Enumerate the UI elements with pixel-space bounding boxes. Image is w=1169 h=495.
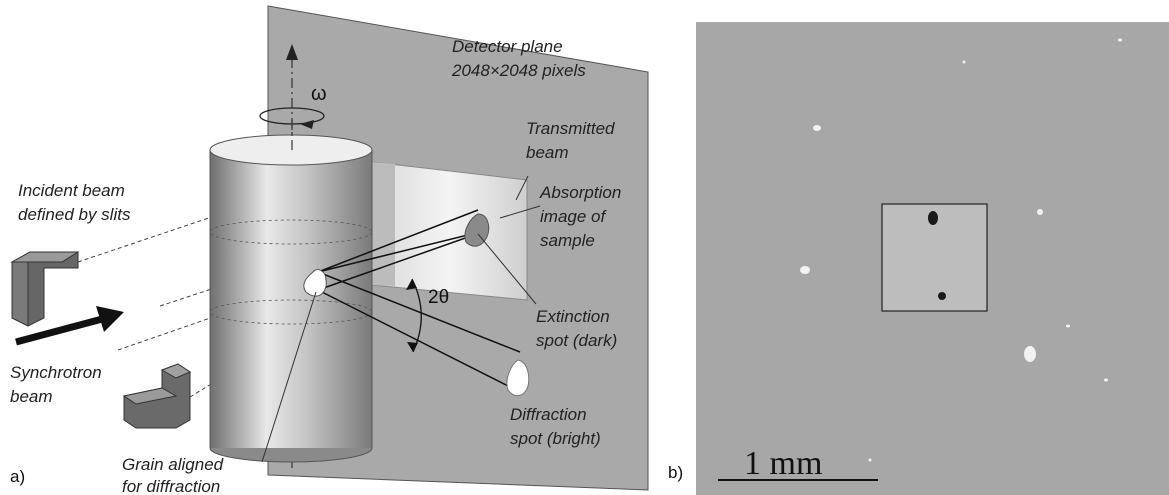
panel-b: 1 mm b) (668, 22, 1169, 495)
label-grain-2: for diffraction (122, 477, 220, 495)
label-synchrotron-1: Synchrotron (10, 363, 102, 382)
panel-a-tag: a) (10, 467, 25, 486)
extinction-spots-inset (928, 211, 946, 300)
extinction-spot (464, 213, 490, 247)
omega-rotation-arrowhead (300, 120, 314, 129)
leader-lines (261, 175, 541, 463)
omega-symbol: ω (311, 83, 327, 105)
synchrotron-beam-arrow (15, 314, 107, 346)
label-diffraction-1: Diffraction (510, 405, 587, 424)
slit-upper (10, 251, 80, 327)
label-diffraction-2: spot (bright) (510, 429, 601, 448)
label-incident-2: defined by slits (18, 205, 131, 224)
label-detector-plane-2: 2048×2048 pixels (451, 61, 586, 80)
label-grain-1: Grain aligned (122, 455, 224, 474)
diffracted-beam-paths (317, 209, 521, 393)
bright-spots (800, 38, 1122, 462)
label-transmitted-2: beam (526, 143, 569, 162)
label-absorption-1: Absorption (539, 183, 621, 202)
panel-a: ω (10, 5, 649, 495)
sample-cylinder (209, 134, 373, 463)
label-absorption-3: sample (540, 231, 595, 250)
label-absorption-2: image of (540, 207, 607, 226)
label-transmitted-1: Transmitted (526, 119, 615, 138)
label-extinction-1: Extinction (536, 307, 610, 326)
absorption-image-box (371, 161, 528, 301)
label-synchrotron-2: beam (10, 387, 53, 406)
scale-bar-label: 1 mm (744, 445, 822, 482)
label-detector-plane-1: Detector plane (452, 37, 563, 56)
label-extinction-2: spot (dark) (536, 331, 617, 350)
grain (303, 269, 327, 297)
slit-lower (122, 363, 192, 429)
rotation-axis-arrow (286, 44, 298, 60)
two-theta-symbol: 2θ (428, 287, 449, 308)
label-incident-1: Incident beam (18, 181, 125, 200)
panel-b-tag: b) (668, 463, 683, 482)
diffraction-spot (506, 359, 530, 396)
